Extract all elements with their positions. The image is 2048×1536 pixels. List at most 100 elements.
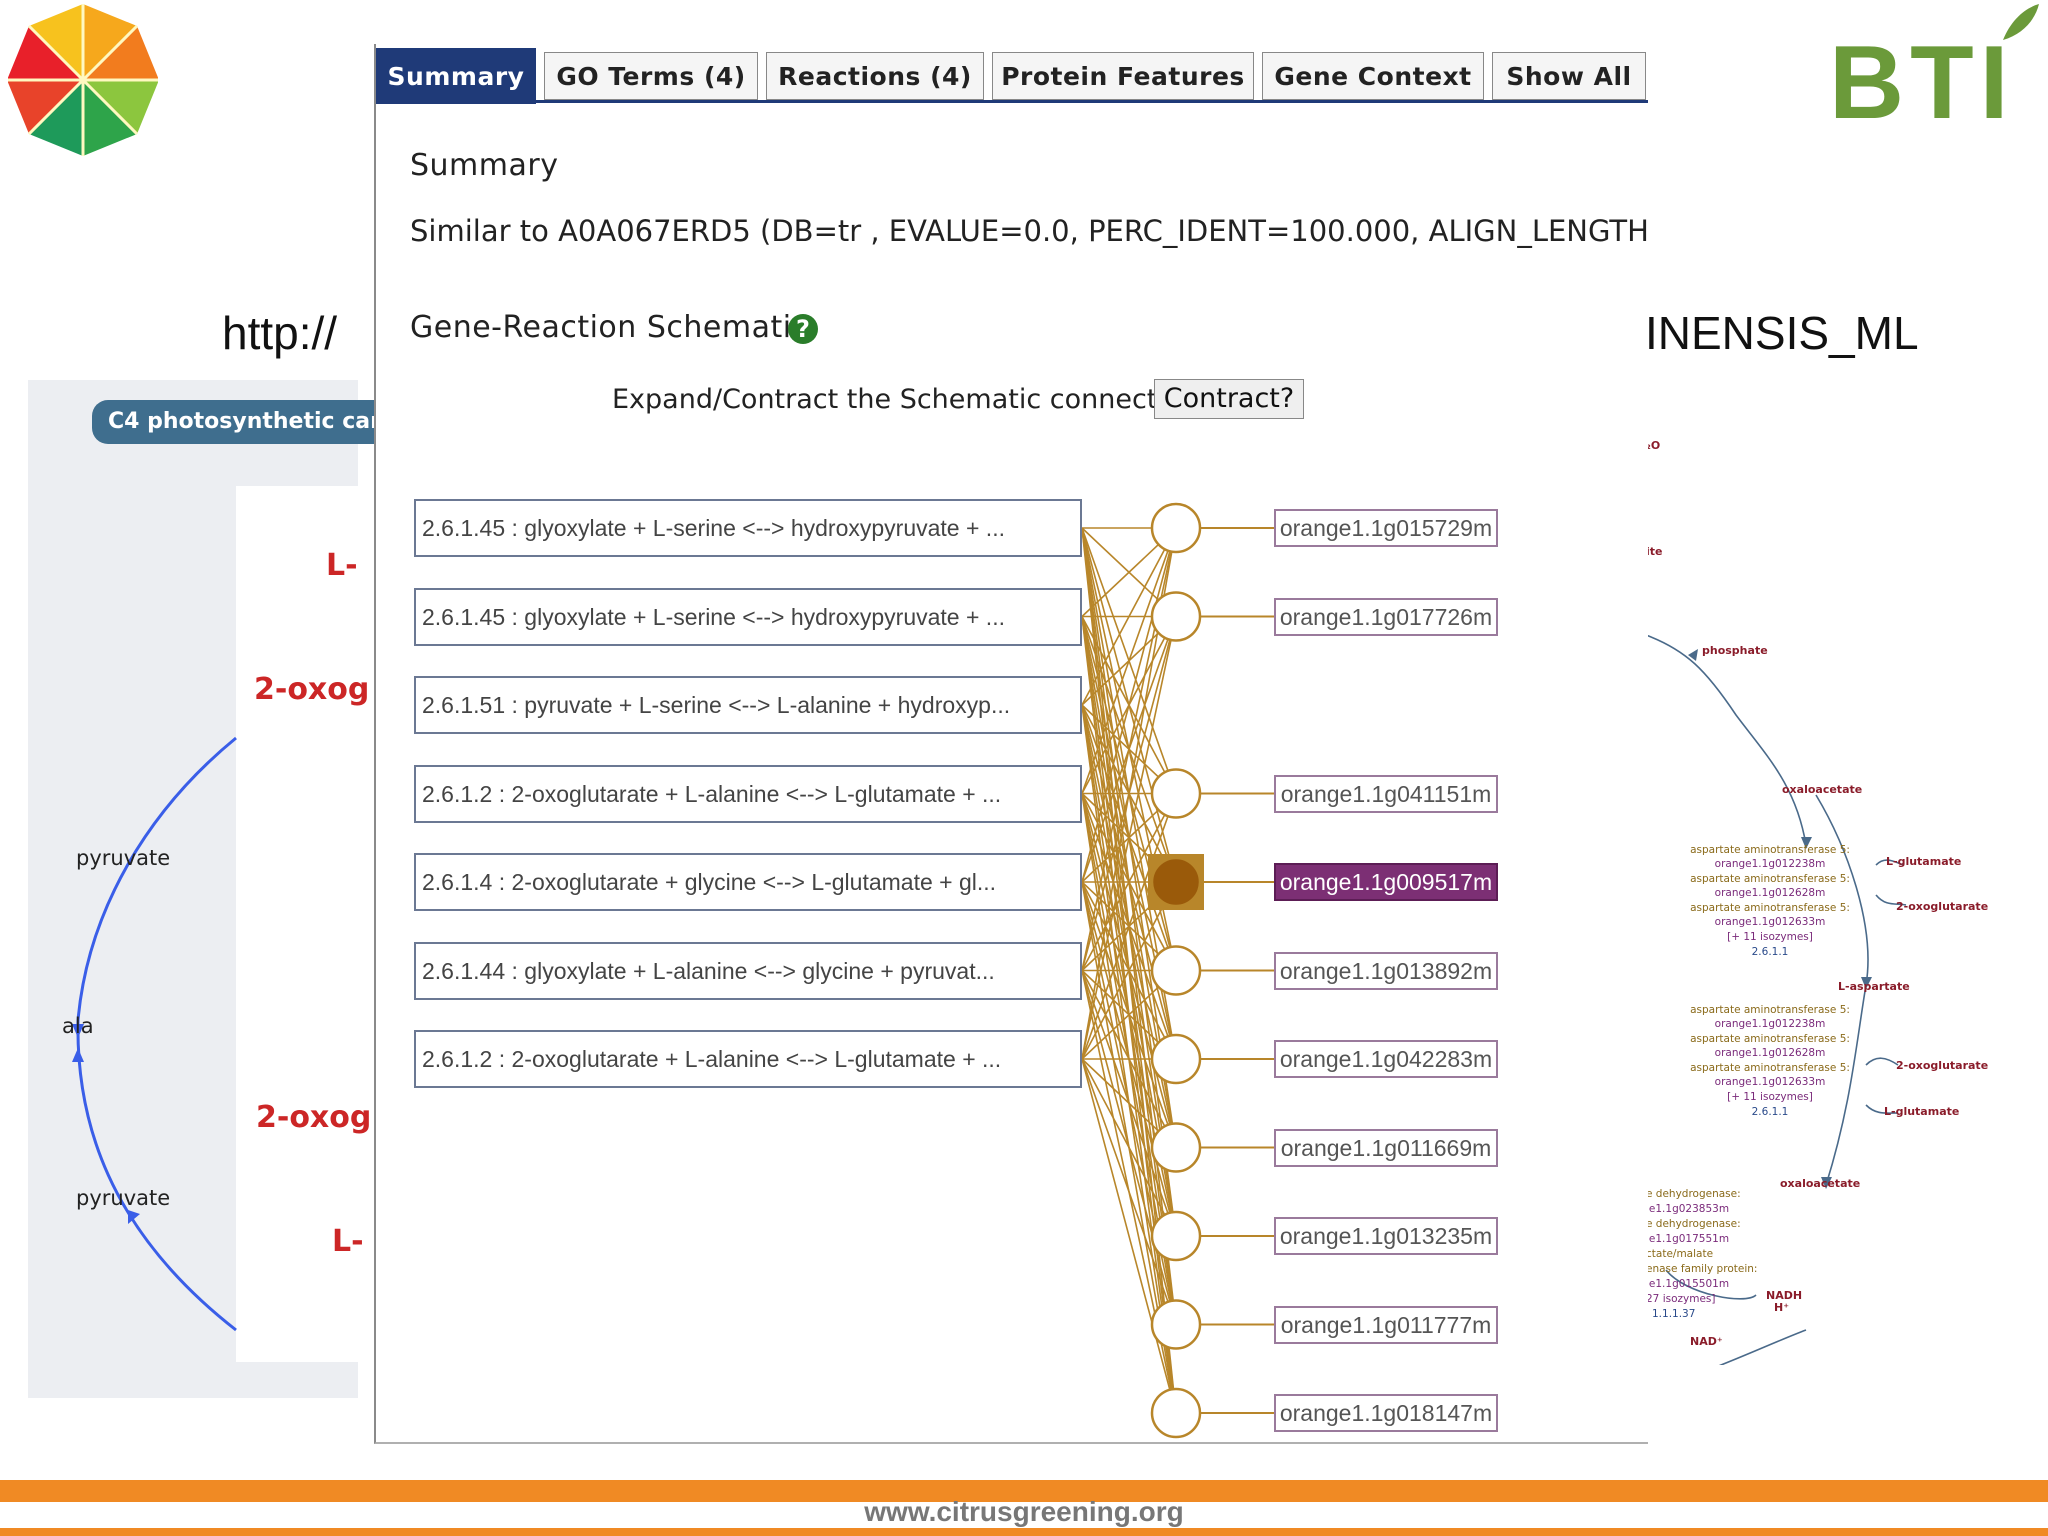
right-phosphate: phosphate xyxy=(1702,644,1768,657)
gene-page-window: Summary GO Terms (4) Reactions (4) Prote… xyxy=(374,44,1648,1444)
slide-url-left: http:// xyxy=(222,307,338,359)
svg-text:aspartate aminotransferase 5:: aspartate aminotransferase 5: xyxy=(1690,902,1850,914)
gene-box[interactable]: orange1.1g011669m xyxy=(1274,1128,1498,1167)
tab-protein-features[interactable]: Protein Features xyxy=(992,52,1254,100)
gene-node xyxy=(1150,502,1202,554)
expand-contract-label: Expand/Contract the Schematic connection… xyxy=(612,384,1222,415)
svg-text:je1.1g023853m: je1.1g023853m xyxy=(1646,1203,1729,1215)
svg-text:ctate/malate: ctate/malate xyxy=(1646,1248,1713,1260)
svg-text:orange1.1g012633m: orange1.1g012633m xyxy=(1715,916,1826,928)
svg-text:je1.1g017551m: je1.1g017551m xyxy=(1646,1233,1729,1245)
right-oxoglutarate-1: 2-oxoglutarate xyxy=(1896,900,1988,913)
svg-text:[+ 11 isozymes]: [+ 11 isozymes] xyxy=(1727,931,1813,943)
svg-text:je1.1g015501m: je1.1g015501m xyxy=(1646,1278,1729,1290)
pyruvate-label-top: pyruvate xyxy=(76,846,171,870)
footer-url[interactable]: www.citrusgreening.org xyxy=(864,1496,1184,1527)
tab-summary[interactable]: Summary xyxy=(376,48,536,104)
right-l-glutamate-1: L-glutamate xyxy=(1886,855,1961,868)
svg-text:orange1.1g012238m: orange1.1g012238m xyxy=(1715,858,1826,870)
footer-orange-bar xyxy=(0,1480,2048,1502)
right-nadh: NADH xyxy=(1766,1289,1802,1302)
right-oxoglutarate-2: 2-oxoglutarate xyxy=(1896,1059,1988,1072)
svg-text:aspartate aminotransferase 5:: aspartate aminotransferase 5: xyxy=(1690,1062,1850,1074)
svg-text:orange1.1g012628m: orange1.1g012628m xyxy=(1715,887,1826,899)
footer-bottom-bar xyxy=(0,1528,2048,1536)
svg-text:enase family protein:: enase family protein: xyxy=(1646,1263,1757,1275)
svg-text:e dehydrogenase:: e dehydrogenase: xyxy=(1646,1218,1741,1230)
schematic-title: Gene-Reaction Schematic xyxy=(410,310,809,345)
reaction-gene-link xyxy=(1081,793,1177,1060)
gene-box-selected[interactable]: orange1.1g009517m xyxy=(1274,863,1498,901)
gene-node xyxy=(1150,945,1202,996)
reaction-box[interactable]: 2.6.1.4 : 2-oxoglutarate + glycine <--> … xyxy=(414,853,1082,911)
svg-text:aspartate aminotransferase 5:: aspartate aminotransferase 5: xyxy=(1690,1033,1850,1045)
reaction-gene-link xyxy=(1081,1058,1177,1325)
gene-box[interactable]: orange1.1g041151m xyxy=(1274,774,1498,813)
pathway-title-pill: C4 photosynthetic carb xyxy=(92,400,408,444)
right-h2o: ₂O xyxy=(1646,439,1660,452)
reaction-box[interactable]: 2.6.1.45 : glyoxylate + L-serine <--> hy… xyxy=(414,499,1082,557)
right-ate: ite xyxy=(1646,545,1663,558)
left-pathway-inner xyxy=(236,486,358,1362)
gene-node xyxy=(1150,768,1202,819)
red-label-l-bottom: L- xyxy=(332,1224,364,1259)
right-l-aspartate: L-aspartate xyxy=(1838,980,1910,993)
svg-text:BTI: BTI xyxy=(1829,25,2015,130)
tab-go-terms[interactable]: GO Terms (4) xyxy=(544,52,758,100)
reaction-box[interactable]: 2.6.1.51 : pyruvate + L-serine <--> L-al… xyxy=(414,676,1082,734)
right-oxaloacetate-1: oxaloacetate xyxy=(1782,783,1862,796)
tab-gene-context[interactable]: Gene Context xyxy=(1262,52,1484,100)
tab-bar: Summary GO Terms (4) Reactions (4) Prote… xyxy=(376,46,1648,104)
svg-text:aspartate aminotransferase 5:: aspartate aminotransferase 5: xyxy=(1690,844,1850,856)
svg-text:2.6.1.1: 2.6.1.1 xyxy=(1752,1106,1789,1118)
similarity-text: Similar to A0A067ERD5 (DB=tr , EVALUE=0.… xyxy=(410,214,1648,248)
schematic-links xyxy=(1081,502,1274,1439)
gene-box[interactable]: orange1.1g015729m xyxy=(1274,509,1498,547)
right-oxaloacetate-2: oxaloacetate xyxy=(1780,1177,1860,1190)
red-label-oxog-bottom: 2-oxog xyxy=(256,1100,372,1135)
right-enzyme-block-2: aspartate aminotransferase 5: orange1.1g… xyxy=(1690,1004,1850,1118)
reaction-gene-link xyxy=(1081,527,1177,794)
gene-box[interactable]: orange1.1g017726m xyxy=(1274,597,1498,636)
reaction-gene-link xyxy=(1081,1058,1177,1414)
svg-text:27 isozymes]: 27 isozymes] xyxy=(1646,1293,1716,1305)
gene-node xyxy=(1150,1122,1202,1173)
citrus-logo xyxy=(8,4,158,156)
reaction-box[interactable]: 2.6.1.2 : 2-oxoglutarate + L-alanine <--… xyxy=(414,764,1082,823)
reaction-box[interactable]: 2.6.1.44 : glyoxylate + L-alanine <--> g… xyxy=(414,941,1082,1000)
gene-reaction-schematic: 2.6.1.45 : glyoxylate + L-serine <--> hy… xyxy=(376,439,1648,1439)
svg-text:aspartate aminotransferase 5:: aspartate aminotransferase 5: xyxy=(1690,1004,1850,1016)
reaction-gene-link xyxy=(1081,881,1177,1060)
gene-node xyxy=(1150,591,1202,642)
gene-node xyxy=(1150,856,1202,908)
right-enzyme-block-1: aspartate aminotransferase 5: orange1.1g… xyxy=(1690,844,1850,958)
tab-reactions[interactable]: Reactions (4) xyxy=(766,52,984,100)
pyruvate-label-bottom: pyruvate xyxy=(76,1186,171,1210)
red-label-oxog-top: 2-oxog xyxy=(254,672,370,707)
right-pathway-diagram: ₂O ite phosphate oxaloacetate L-glutamat… xyxy=(1646,439,1988,1365)
reaction-box[interactable]: 2.6.1.45 : glyoxylate + L-serine <--> hy… xyxy=(414,587,1082,646)
gene-box[interactable]: orange1.1g042283m xyxy=(1274,1040,1498,1078)
contract-button[interactable]: Contract? xyxy=(1154,379,1304,419)
gene-box[interactable]: orange1.1g013235m xyxy=(1274,1217,1498,1255)
reaction-box[interactable]: 2.6.1.2 : 2-oxoglutarate + L-alanine <--… xyxy=(414,1030,1082,1088)
svg-text:2.6.1.1: 2.6.1.1 xyxy=(1752,946,1789,958)
gene-node xyxy=(1150,1299,1202,1350)
svg-text:orange1.1g012633m: orange1.1g012633m xyxy=(1715,1076,1826,1088)
svg-text:orange1.1g012238m: orange1.1g012238m xyxy=(1715,1018,1826,1030)
tab-show-all[interactable]: Show All xyxy=(1492,52,1646,100)
summary-title: Summary xyxy=(410,148,559,183)
svg-text:e dehydrogenase:: e dehydrogenase: xyxy=(1646,1188,1741,1200)
right-h-plus: H⁺ xyxy=(1774,1301,1789,1314)
gene-box[interactable]: orange1.1g013892m xyxy=(1274,951,1498,990)
question-circle-icon[interactable]: ? xyxy=(788,314,818,344)
reaction-gene-link xyxy=(1081,1058,1177,1237)
gene-node xyxy=(1150,1210,1202,1262)
svg-text:orange1.1g012628m: orange1.1g012628m xyxy=(1715,1047,1826,1059)
bti-logo: BTI xyxy=(1829,4,2039,130)
gene-box[interactable]: orange1.1g011777m xyxy=(1274,1305,1498,1344)
reaction-gene-link xyxy=(1081,616,1177,1060)
gene-box[interactable]: orange1.1g018147m xyxy=(1274,1394,1498,1432)
gene-node xyxy=(1150,1387,1202,1439)
slide-url-right: INENSIS_ML xyxy=(1645,307,1919,359)
